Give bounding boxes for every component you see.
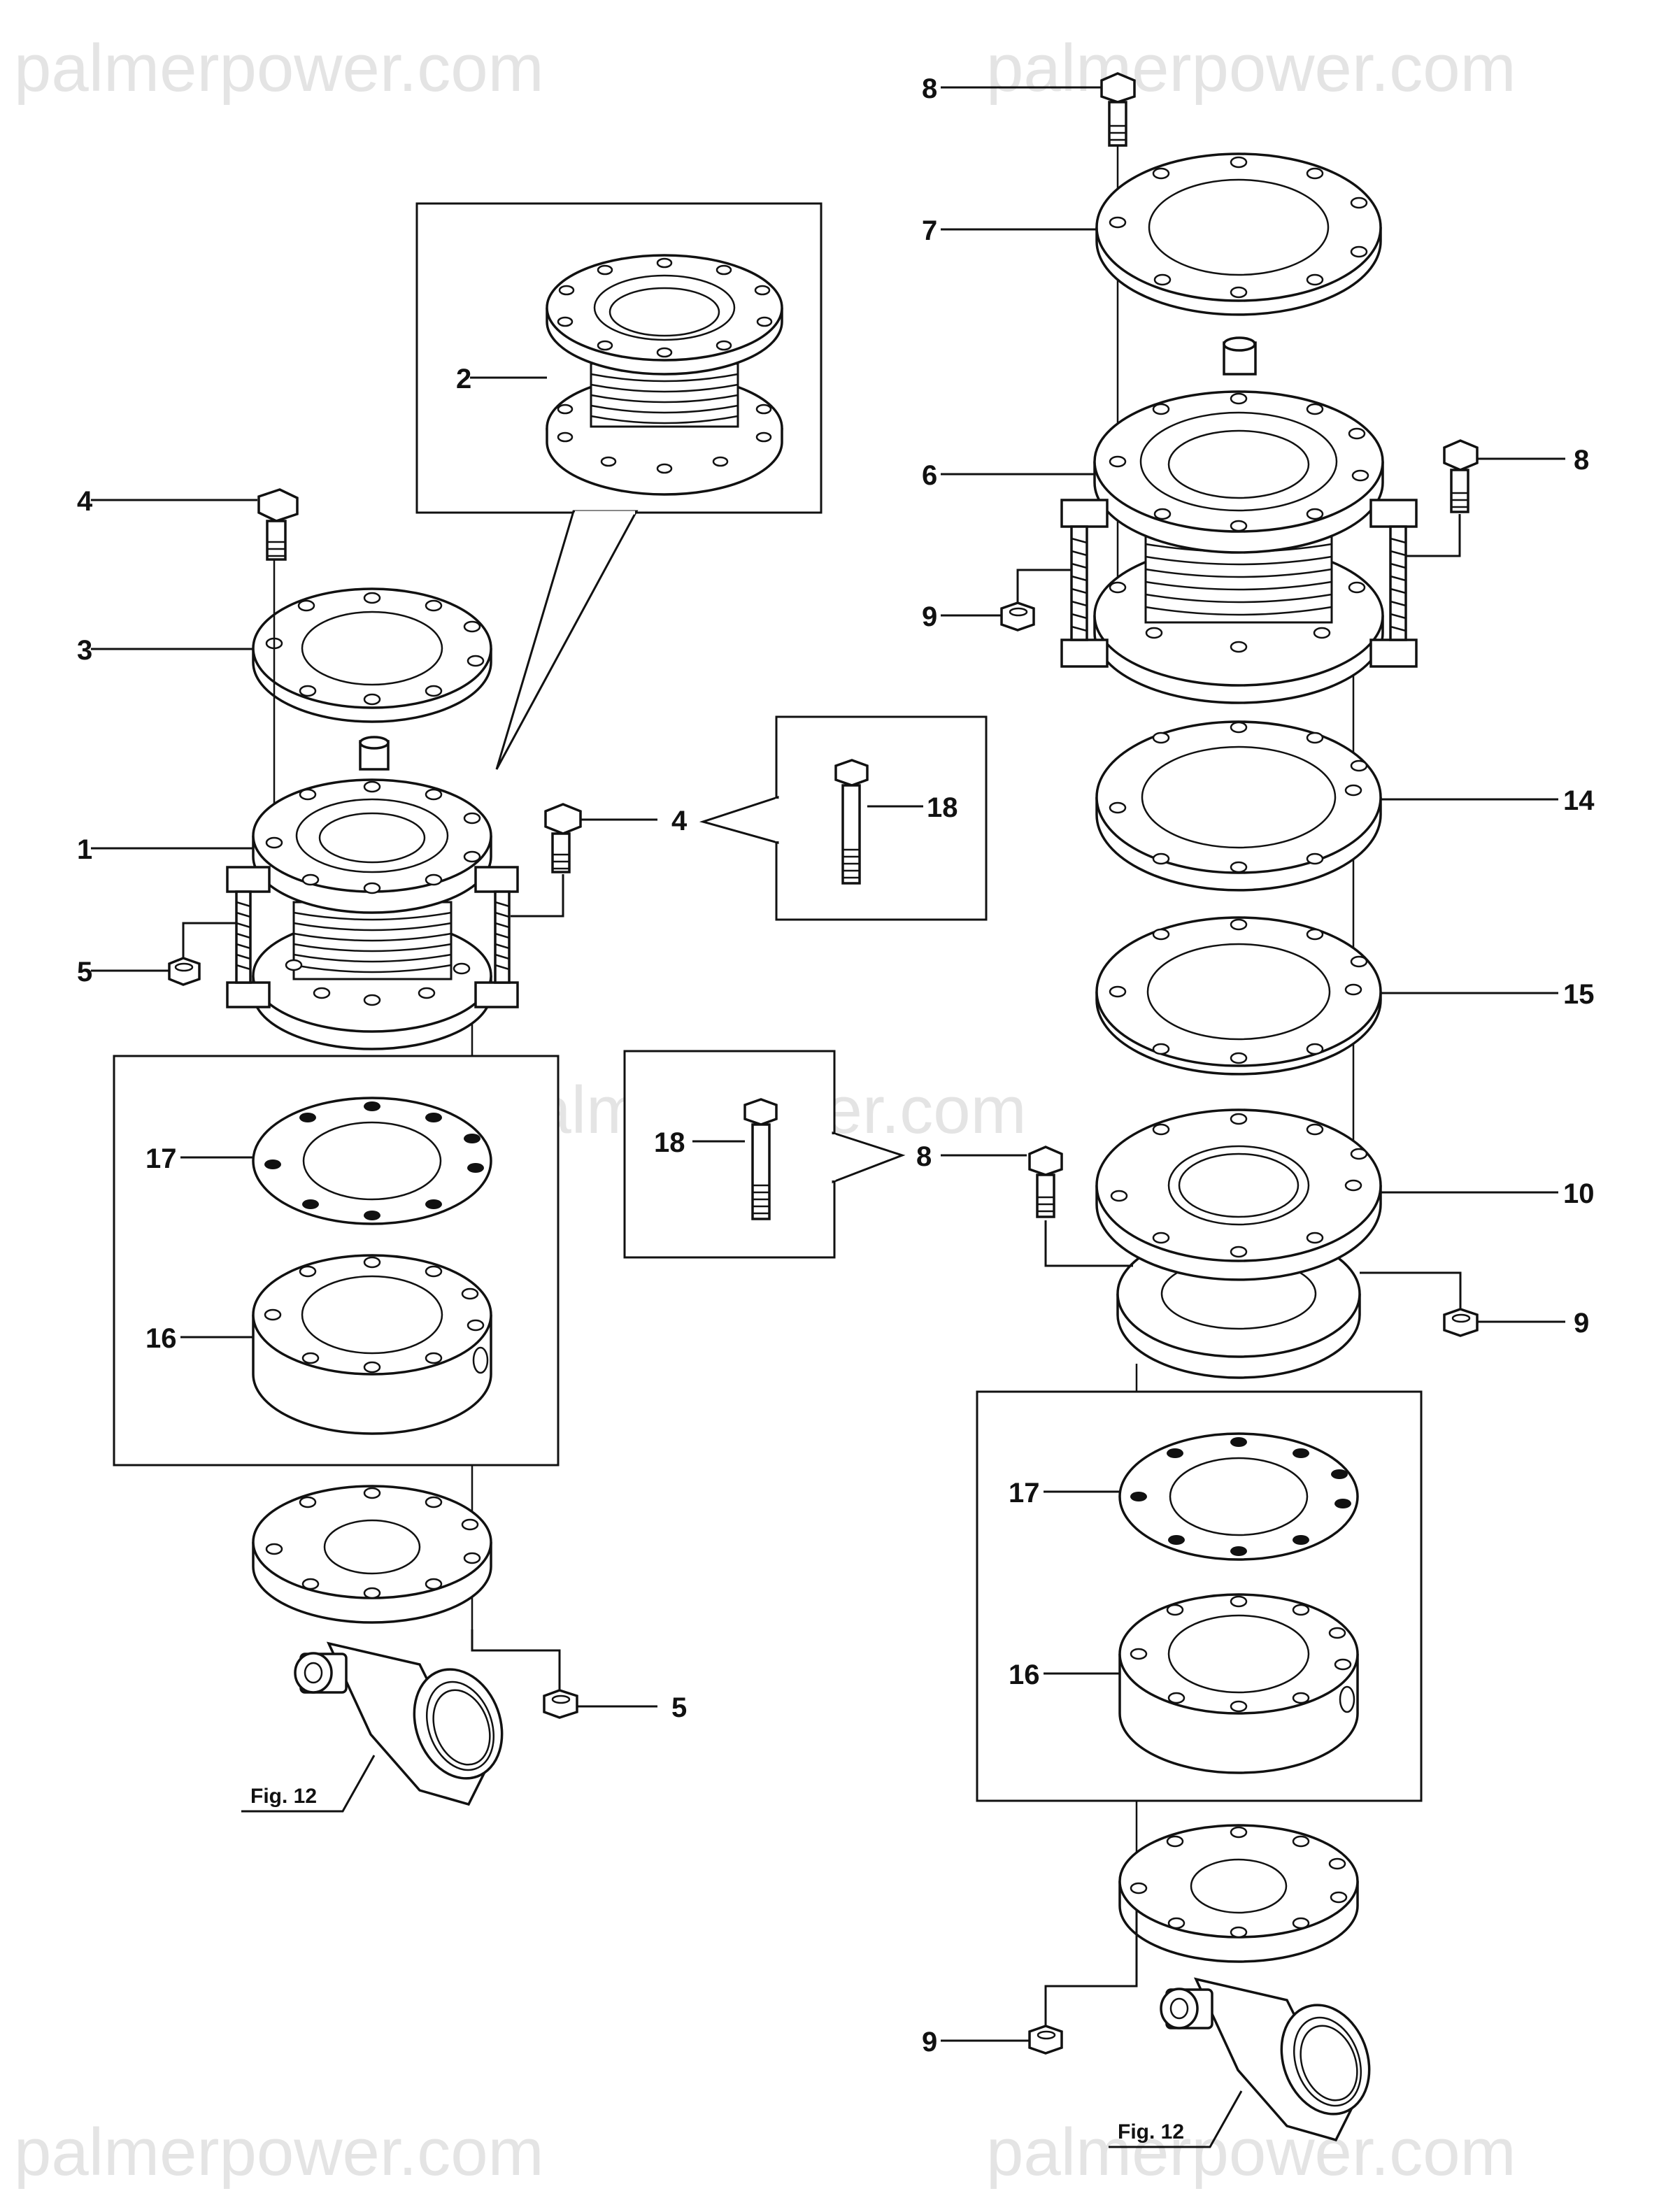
bolt-8-side: 8: [1406, 439, 1589, 557]
elbow-fitting-left: Fig. 12: [241, 1485, 504, 1813]
callout-18: 18: [654, 1127, 685, 1158]
bolt-8-top: 8: [922, 72, 1136, 147]
callout-5: 5: [77, 957, 92, 987]
gasket-15: 15: [1095, 916, 1595, 1076]
watermarks: palmerpower.com palmerpower.com palmerpo…: [14, 31, 1516, 2190]
callout-8: 8: [1574, 445, 1589, 476]
callout-6: 6: [922, 460, 937, 491]
flange-3: 3: [77, 587, 492, 723]
inset-gasket-adapter-right: 17 16: [976, 1390, 1423, 1802]
callout-17: 17: [1009, 1478, 1040, 1508]
elbow-fitting-right: Fig. 12: [1109, 1824, 1371, 2148]
expansion-joint-6: 6: [922, 336, 1418, 704]
bolt-4-top: 4: [77, 486, 299, 561]
nut-5-lower: 5: [471, 1629, 687, 1723]
callout-5: 5: [671, 1692, 687, 1723]
callout-17: 17: [145, 1143, 177, 1174]
callout-16: 16: [1009, 1660, 1040, 1690]
callout-1: 1: [77, 834, 92, 865]
flange-7: 7: [922, 152, 1382, 316]
nut-9-upper: 9: [922, 569, 1072, 632]
inset-bolt-18-lower: 18 8: [623, 1050, 1027, 1259]
watermark: palmerpower.com: [986, 2115, 1516, 2190]
nut-5-upper: 5: [77, 922, 236, 987]
callout-18: 18: [927, 792, 958, 823]
callout-9: 9: [922, 601, 937, 632]
bolt-8-mid: [1028, 1146, 1133, 1267]
callout-8: 8: [916, 1141, 932, 1172]
nut-9-lower: 9: [922, 1909, 1138, 2057]
callout-3: 3: [77, 635, 92, 666]
callout-7: 7: [922, 215, 937, 246]
bolt-4-side: 4: [511, 803, 688, 918]
callout-9: 9: [922, 2027, 937, 2057]
nut-9-mid: 9: [1360, 1271, 1589, 1339]
fig-12-reference[interactable]: Fig. 12: [1118, 2120, 1184, 2143]
callout-16: 16: [145, 1323, 177, 1354]
fig-12-reference[interactable]: Fig. 12: [250, 1785, 317, 1808]
tie-rods: [1060, 499, 1418, 668]
inset-expansion-joint: 2: [415, 202, 823, 770]
tie-rods: [226, 866, 519, 1008]
callout-14: 14: [1563, 785, 1595, 816]
callout-9: 9: [1574, 1308, 1589, 1339]
callout-10: 10: [1563, 1178, 1595, 1209]
inset-gasket-adapter-left: 17 16: [113, 1055, 560, 1467]
inset-bolt-18-upper: 18: [699, 715, 988, 921]
flange-10: 10: [1095, 1108, 1595, 1379]
expansion-joint-1: 1: [77, 736, 519, 1050]
right-assembly: 8 7: [922, 72, 1595, 2148]
callout-8: 8: [922, 73, 937, 104]
flange-14: 14: [1095, 720, 1595, 892]
watermark: palmerpower.com: [14, 31, 544, 106]
watermark: palmerpower.com: [14, 2115, 544, 2190]
callout-15: 15: [1563, 979, 1595, 1010]
left-assembly: 2 4 3: [77, 202, 988, 1813]
callout-4: 4: [77, 486, 93, 517]
watermark: palmerpower.com: [986, 31, 1516, 106]
callout-2: 2: [456, 364, 471, 394]
callout-4: 4: [671, 806, 688, 836]
